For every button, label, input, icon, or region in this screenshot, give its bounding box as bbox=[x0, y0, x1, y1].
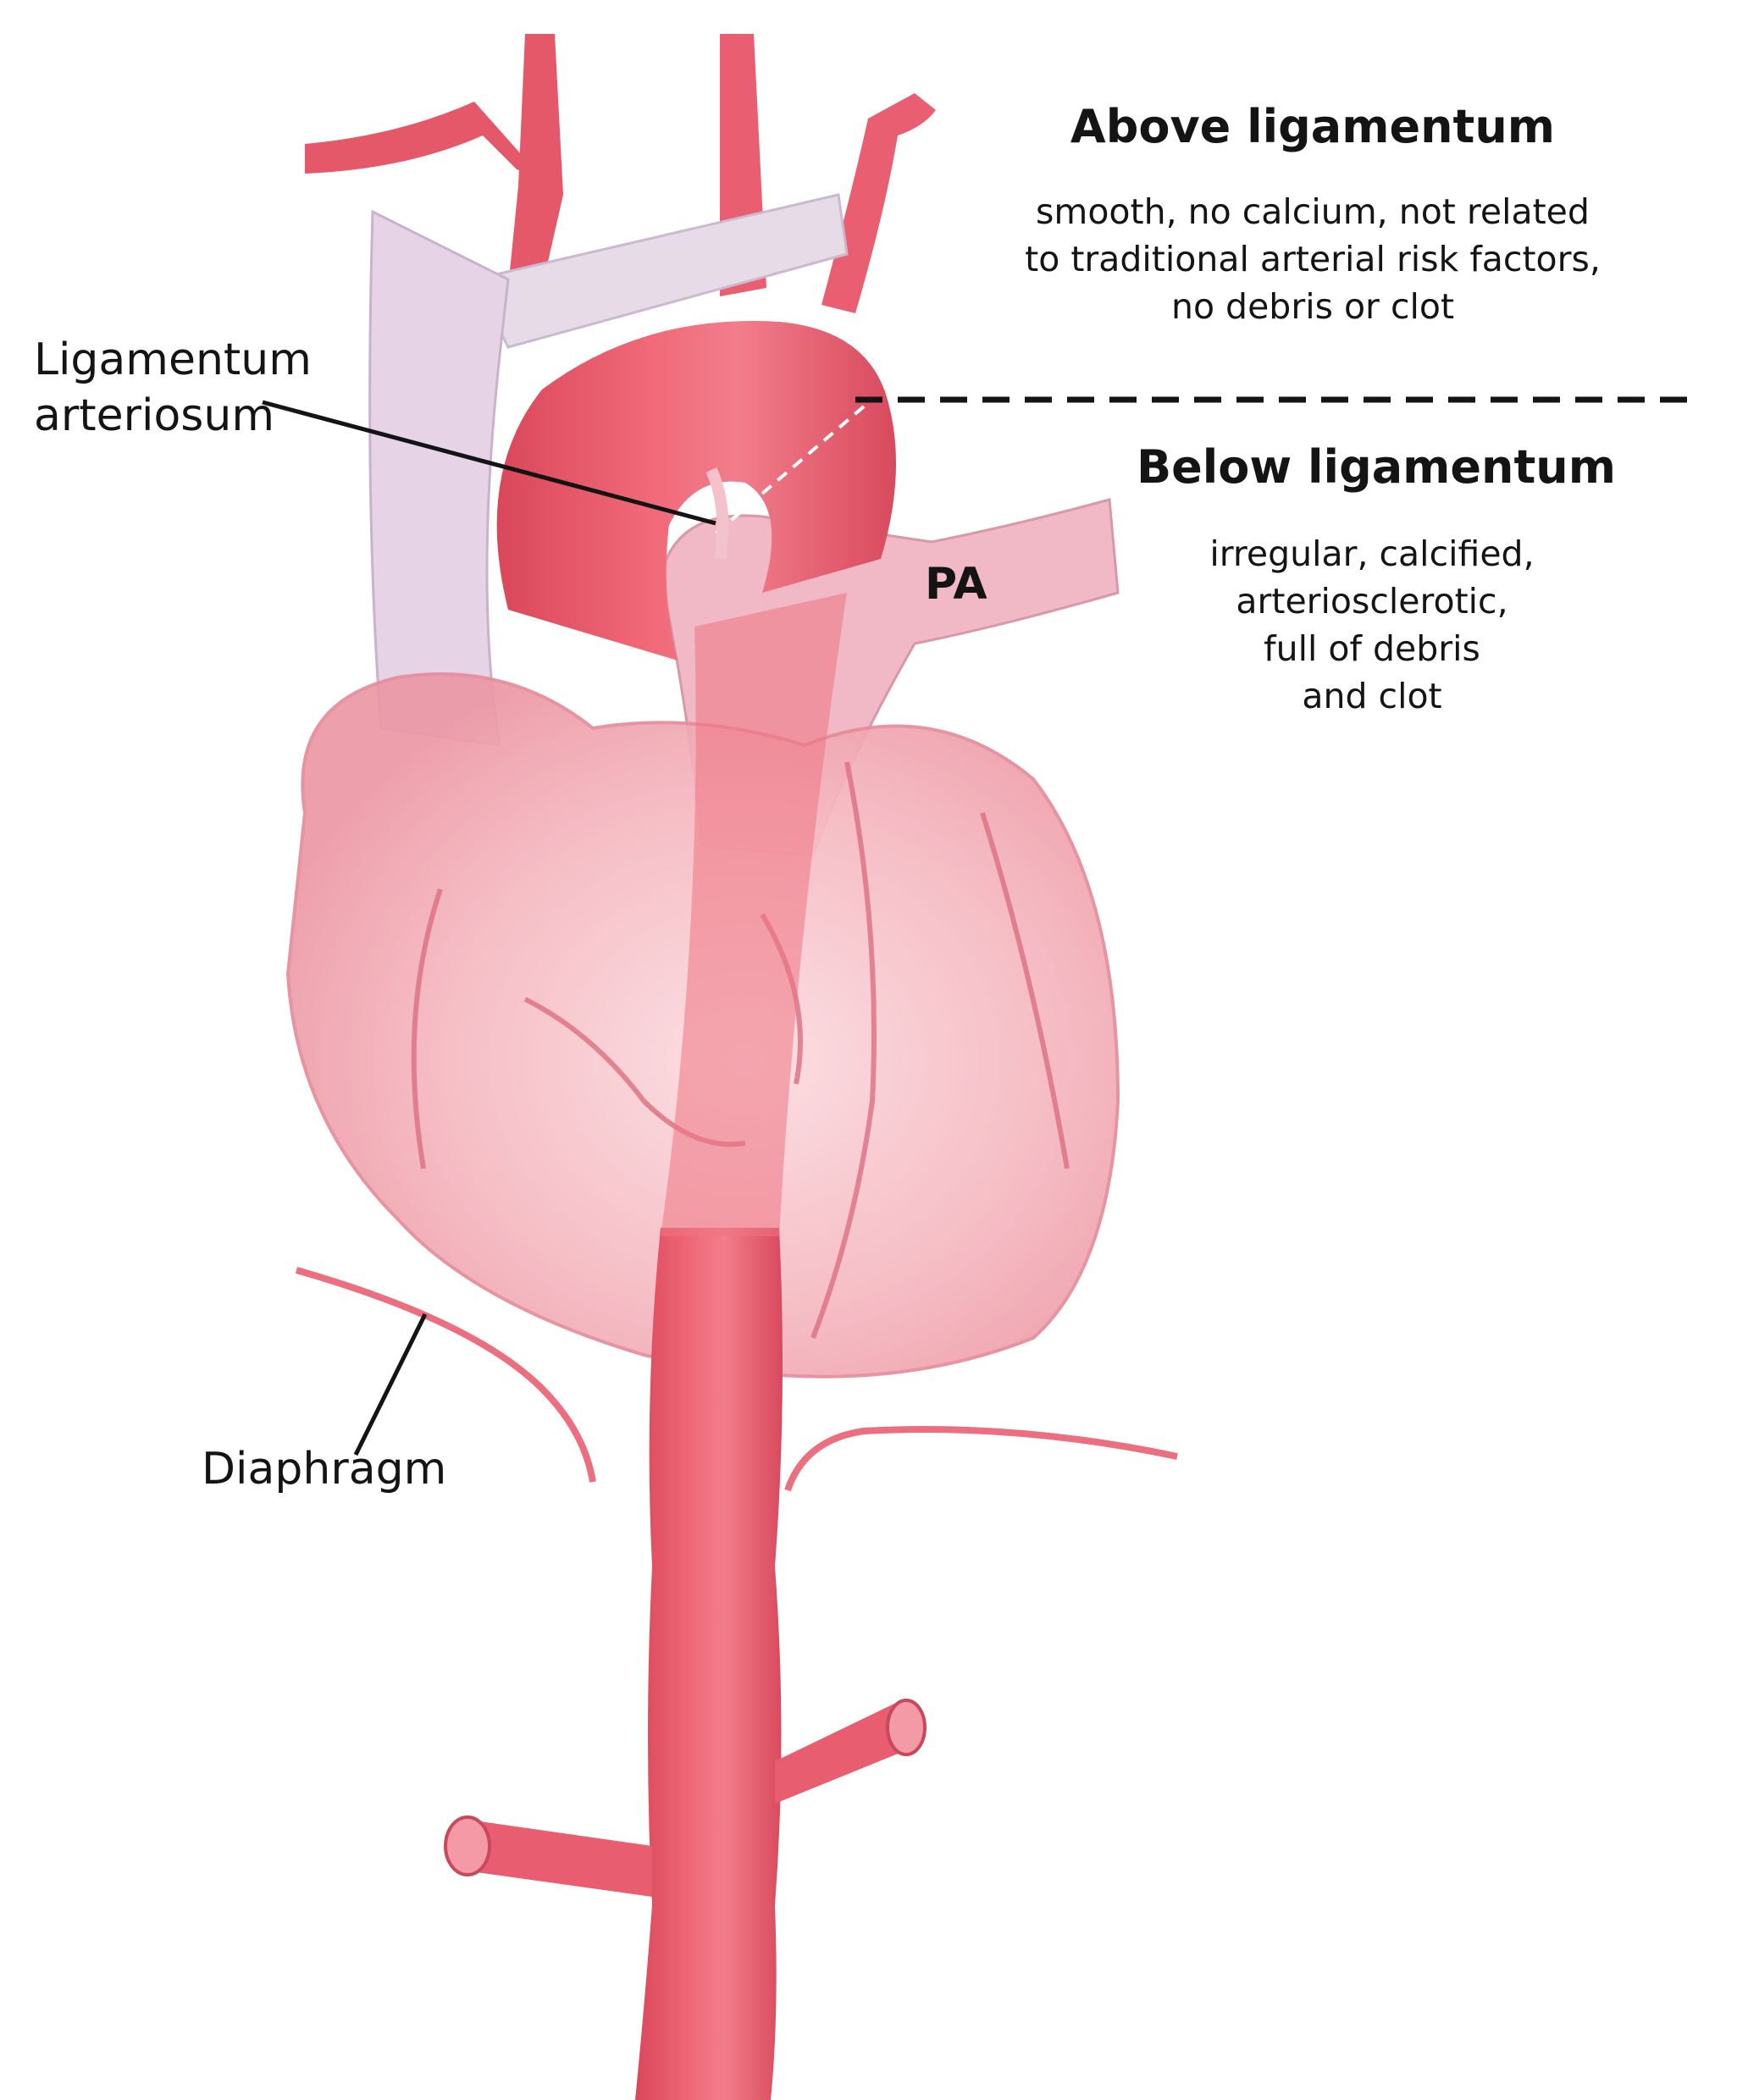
descending-aorta-behind-heart bbox=[661, 593, 847, 1236]
diaphragm-label: Diaphragm bbox=[202, 1444, 447, 1495]
ligamentum-boundary bbox=[714, 396, 1694, 535]
superior-vena-cava bbox=[368, 209, 510, 747]
aortic-arch bbox=[496, 321, 896, 660]
ligamentum-arteriosum bbox=[705, 467, 729, 561]
diaphragm-line bbox=[295, 1267, 1178, 1492]
above-desc-line: to traditional arterial risk factors, bbox=[1025, 239, 1601, 279]
below-ligamentum-heading: Below ligamentum bbox=[1136, 440, 1617, 494]
below-desc-line: arteriosclerotic, bbox=[1236, 581, 1508, 622]
above-desc-line: smooth, no calcium, not related bbox=[1036, 191, 1590, 232]
pa-label: PA bbox=[925, 559, 987, 610]
below-ligamentum-description: irregular, calcified, arteriosclerotic, … bbox=[1135, 530, 1609, 720]
above-desc-line: no debris or clot bbox=[1170, 286, 1455, 327]
ligamentum-label-line: Ligamentum bbox=[34, 334, 312, 385]
descending-aorta bbox=[635, 1228, 783, 2100]
ligamentum-arteriosum-label: Ligamentum arteriosum bbox=[34, 332, 312, 444]
above-ligamentum-description: smooth, no calcium, not related to tradi… bbox=[949, 188, 1677, 330]
below-desc-line: full of debris bbox=[1264, 628, 1480, 669]
ligamentum-leader-line bbox=[262, 400, 716, 526]
aortic-side-branches bbox=[444, 1699, 927, 1897]
ligamentum-label-line: arteriosum bbox=[34, 390, 274, 441]
below-desc-line: irregular, calcified, bbox=[1209, 533, 1535, 574]
left-subclavian-artery bbox=[821, 93, 936, 313]
below-desc-line: and clot bbox=[1302, 676, 1442, 716]
above-ligamentum-heading: Above ligamentum bbox=[1070, 100, 1556, 153]
diaphragm-leader-line bbox=[353, 1312, 428, 1456]
brachiocephalic-artery bbox=[305, 34, 563, 288]
